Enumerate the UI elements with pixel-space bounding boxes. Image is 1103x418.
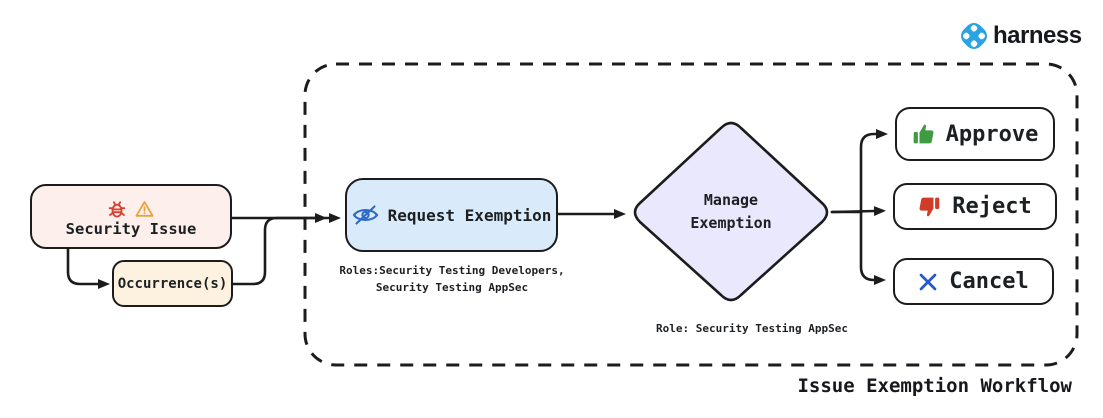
manage-exemption-label-line1: Manage	[703, 191, 759, 209]
node-approve: Approve	[895, 107, 1055, 161]
connector-manage-to-approve	[830, 129, 888, 214]
node-security-issue: Security Issue	[30, 184, 232, 249]
brand-name: harness	[993, 22, 1082, 49]
bug-icon	[108, 201, 126, 218]
manage-exemption-diamond	[633, 121, 829, 302]
occurrences-label: Occurrence(s)	[117, 275, 228, 292]
workflow-title: Issue Exemption Workflow	[797, 375, 1072, 397]
brand-header: harness	[957, 19, 1082, 53]
request-exemption-label: Request Exemption	[387, 205, 552, 225]
request-exemption-roles-caption: Roles:Security Testing Developers, Secur…	[327, 262, 577, 296]
eye-slash-icon	[352, 205, 378, 225]
roles-caption-line1: Roles:Security Testing Developers,	[339, 264, 565, 277]
reject-label: Reject	[952, 194, 1032, 219]
workflow-container-border	[303, 62, 1079, 367]
manage-exemption-role-caption: Role: Security Testing AppSec	[655, 322, 849, 335]
connector-security-to-occurrence	[66, 247, 110, 289]
node-occurrences: Occurrence(s)	[112, 260, 233, 307]
node-reject: Reject	[893, 183, 1057, 230]
connector-manage-to-cancel	[859, 210, 886, 285]
approve-label: Approve	[945, 121, 1039, 147]
connector-occurrence-to-request	[231, 213, 327, 286]
manage-exemption-label-line2: Exemption	[690, 214, 772, 233]
warning-icon	[135, 201, 154, 217]
cancel-label: Cancel	[949, 269, 1029, 294]
node-request-exemption: Request Exemption	[345, 178, 558, 252]
thumbs-up-icon	[913, 124, 934, 144]
thumbs-down-icon	[919, 197, 940, 216]
security-issue-icons	[107, 199, 155, 219]
manage-exemption-label: Manage Exemption	[656, 189, 806, 236]
x-icon	[919, 273, 937, 290]
node-cancel: Cancel	[893, 258, 1054, 305]
security-issue-label: Security Issue	[65, 220, 197, 238]
connector-manage-to-reject	[830, 206, 886, 217]
harness-logo-icon	[961, 23, 987, 49]
roles-caption-line2: Security Testing AppSec	[375, 281, 529, 295]
